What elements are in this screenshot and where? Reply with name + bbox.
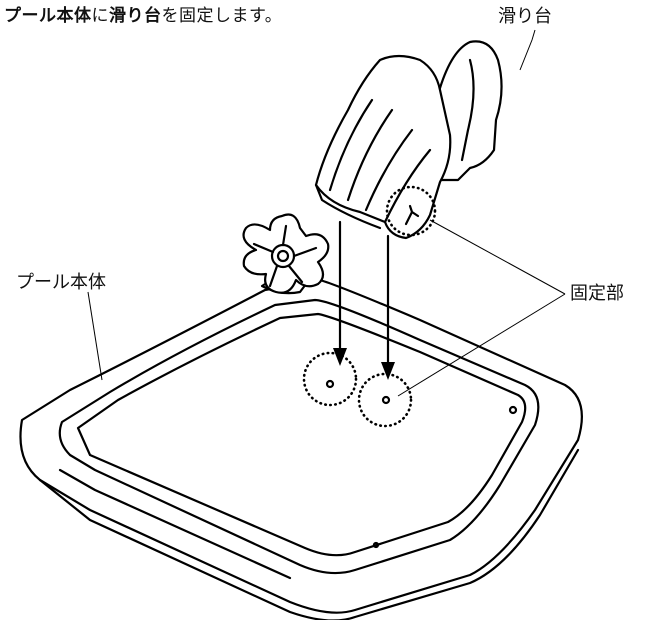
star-knob-ridges [252, 224, 318, 288]
pool-valve [372, 541, 380, 549]
instruction-pool-body: プール本体 [4, 6, 92, 26]
leader-fixing-pool [397, 293, 566, 397]
pool-fixing-circle-left [302, 351, 358, 407]
pool-body [19, 278, 583, 620]
star-knob [242, 213, 330, 295]
pool-floor-edge [76, 312, 527, 557]
slide-chute [314, 54, 452, 240]
star-knob-center [276, 249, 290, 263]
instruction-slide: 滑り台 [109, 6, 162, 26]
arrow-right-head [381, 362, 395, 380]
slide-left-edge [314, 183, 382, 230]
assembly-arrows [333, 220, 395, 380]
label-slide: 滑り台 [498, 6, 552, 27]
leader-lines [87, 29, 566, 397]
pool-rim-highlight [58, 468, 292, 580]
leader-pool-body [87, 291, 103, 381]
instruction-particle-ni: に [91, 6, 109, 26]
slide-hook [404, 204, 420, 226]
pool-outer-bottom-edge [38, 448, 580, 620]
leader-fixing-slide [429, 219, 566, 295]
label-pool-body: プール本体 [16, 272, 106, 293]
label-fixing-part: 固定部 [570, 283, 624, 304]
arrow-left-head [333, 348, 347, 366]
slide-right-rail-inner [460, 58, 475, 162]
slide [314, 40, 503, 240]
pool-fixing-circle-right [357, 372, 413, 428]
instruction-fix: を固定します。 [161, 6, 283, 26]
slide-fixing-circle [385, 185, 437, 237]
slide-chute-lines [328, 98, 432, 224]
pool-fixing-hole-right [381, 395, 391, 405]
pool-fixing-points [302, 351, 413, 428]
pool-floor-hole [508, 405, 518, 415]
pool-fixing-hole-left [325, 379, 335, 389]
leader-slide [519, 29, 536, 71]
instruction-text: プール本体に滑り台を固定します。 [4, 4, 282, 28]
